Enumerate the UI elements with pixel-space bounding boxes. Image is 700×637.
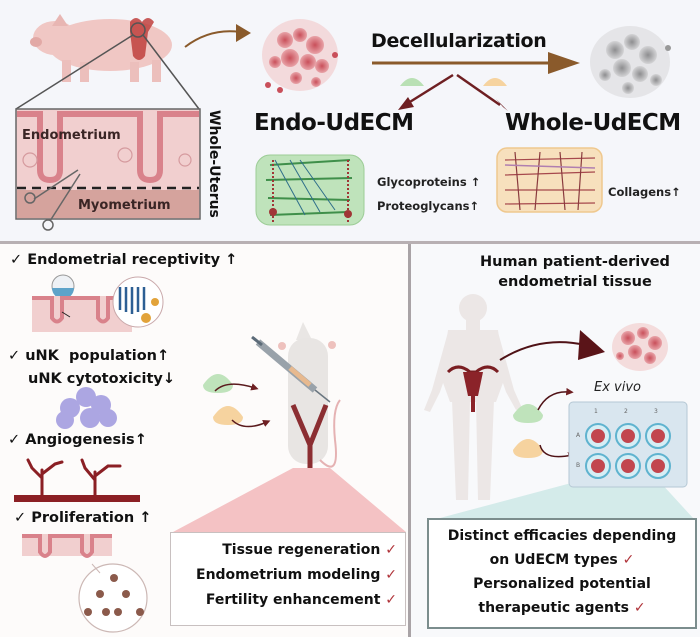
effect-proliferation: ✓ Proliferation ↑ [14, 510, 152, 526]
blob-arrow-endo [214, 383, 259, 392]
decellularization-label: Decellularization [371, 30, 547, 52]
plate-col-3: 3 [654, 408, 658, 415]
zoom-trapezoid-teal [440, 482, 693, 518]
rat-icon [278, 322, 341, 468]
endo-scaffold-blob-icon [203, 374, 233, 393]
uterine-tissue-section [15, 108, 201, 231]
up-arrow-icon: ↑ [469, 199, 480, 213]
check-icon: ✓ [8, 432, 21, 448]
human-figure-icon [424, 294, 522, 500]
effect-unk-population: ✓ uNK population↑ [8, 348, 170, 364]
endometrium-label: Endometrium [22, 128, 121, 143]
well-plate-wells [585, 423, 671, 479]
human-tissue-cells [612, 323, 668, 371]
arrow-head [236, 24, 251, 42]
ex-vivo-label: Ex vivo [594, 380, 641, 395]
whole-udecm-title: Whole-UdECM [505, 110, 681, 136]
whole-scaffold-mini-icon [483, 78, 507, 86]
down-arrow-icon: ↓ [162, 371, 176, 387]
tissue-cells-cluster [262, 19, 338, 93]
endo-scaffold-mini-icon [400, 78, 424, 86]
plate-col-2: 2 [624, 408, 628, 415]
ex-vivo-outcomes-box: Distinct efficacies depending on UdECM t… [427, 518, 697, 629]
outcome-line-4: therapeutic agents ✓ [478, 600, 646, 616]
curved-arrow [184, 30, 241, 48]
up-arrow-icon: ↑ [671, 185, 681, 199]
split-arrow-left [404, 73, 454, 107]
up-arrow-icon: ↑ [134, 432, 147, 448]
whole-scaffold-blob-right-icon [513, 439, 543, 458]
up-arrow-icon: ↑ [157, 348, 170, 364]
blob-arrow-right-whole [539, 444, 576, 460]
blob-arrow-right-endo [537, 387, 574, 411]
human-tissue-title: Human patient-derived endometrial tissue [480, 254, 670, 290]
check-icon: ✓ [385, 567, 397, 583]
endo-scaffold-blob-right-icon [513, 404, 543, 423]
zoom-trapezoid-pink [173, 468, 406, 532]
vertical-divider [408, 244, 411, 637]
effect-endometrial-receptivity: ✓ Endometrial receptivity ↑ [10, 252, 238, 268]
outcome-endometrium-modeling: Endometrium modeling ✓ [196, 567, 397, 583]
check-icon: ✓ [633, 600, 646, 616]
plate-row-b: B [576, 462, 581, 469]
whole-scaffold-blob-icon [213, 406, 243, 425]
receptivity-tissue-icon [32, 274, 164, 332]
effect-angiogenesis: ✓ Angiogenesis↑ [8, 432, 147, 448]
zoom-line-right [142, 34, 200, 110]
up-arrow-icon: ↑ [470, 175, 481, 189]
outcome-fertility-enhancement: Fertility enhancement ✓ [205, 592, 397, 608]
check-icon: ✓ [14, 510, 27, 526]
check-icon: ✓ [622, 552, 635, 568]
myometrium-label: Myometrium [78, 198, 171, 213]
syringe-icon [251, 335, 331, 403]
in-vivo-outcomes-box: Tissue regeneration ✓ Endometrium modeli… [170, 532, 406, 626]
horizontal-divider [0, 241, 700, 244]
decellularization-arrowhead [548, 52, 580, 74]
up-arrow-icon: ↑ [225, 252, 238, 268]
human-uterus-icon [446, 365, 500, 412]
pig-icon [30, 14, 172, 82]
outcome-line-2: on UdECM types ✓ [489, 552, 635, 568]
outcome-line-3: Personalized potential [473, 576, 651, 592]
check-icon: ✓ [8, 348, 21, 364]
scissors-icon [24, 169, 81, 231]
collagens-label: Collagens↑ [608, 185, 681, 199]
effect-unk-cytotoxicity: uNK cytotoxicity↓ [28, 371, 176, 387]
plate-col-1: 1 [594, 408, 598, 415]
human-arrowhead [578, 330, 605, 360]
decellularized-cells-cluster [590, 26, 671, 98]
proliferation-tissue-icon [22, 534, 148, 633]
angiogenesis-vessel-icon [14, 458, 140, 502]
endo-udecm-scaffold [255, 154, 365, 226]
unk-cells-icon [56, 387, 117, 429]
plate-row-a: A [576, 432, 581, 439]
blob-arrow-whole [231, 419, 271, 428]
human-arrow [499, 341, 586, 361]
split-arrow-right [456, 73, 501, 107]
proteoglycans-label: Proteoglycans↑ [377, 199, 480, 213]
check-icon: ✓ [385, 542, 397, 558]
whole-udecm-scaffold [496, 147, 603, 213]
check-icon: ✓ [10, 252, 23, 268]
check-icon: ✓ [385, 592, 397, 608]
outcome-tissue-regeneration: Tissue regeneration ✓ [222, 542, 397, 558]
up-arrow-icon: ↑ [139, 510, 152, 526]
zoom-line-left [15, 34, 134, 110]
endo-udecm-title: Endo-UdECM [254, 110, 414, 136]
whole-uterus-label: Whole-Uterus [206, 110, 222, 218]
glycoproteins-label: Glycoproteins ↑ [377, 175, 481, 189]
outcome-line-1: Distinct efficacies depending [447, 528, 677, 544]
